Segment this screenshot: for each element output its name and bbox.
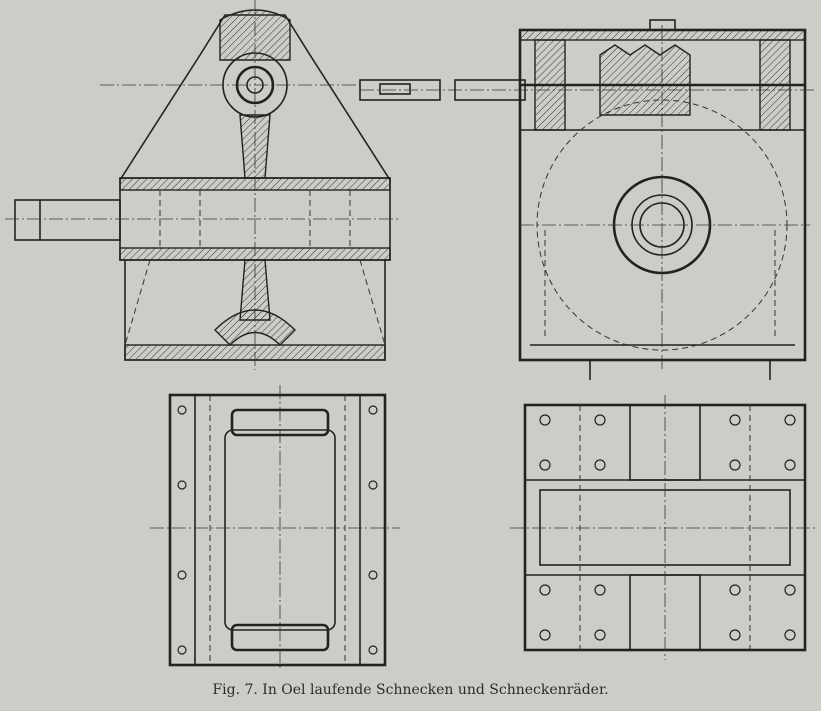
side-section-view [359, 19, 815, 380]
plan-view-right [510, 395, 815, 660]
plan-view-left [150, 385, 400, 670]
figure-caption: Fig. 7. In Oel laufende Schnecken und Sc… [212, 682, 609, 698]
front-section-view [5, 0, 400, 370]
